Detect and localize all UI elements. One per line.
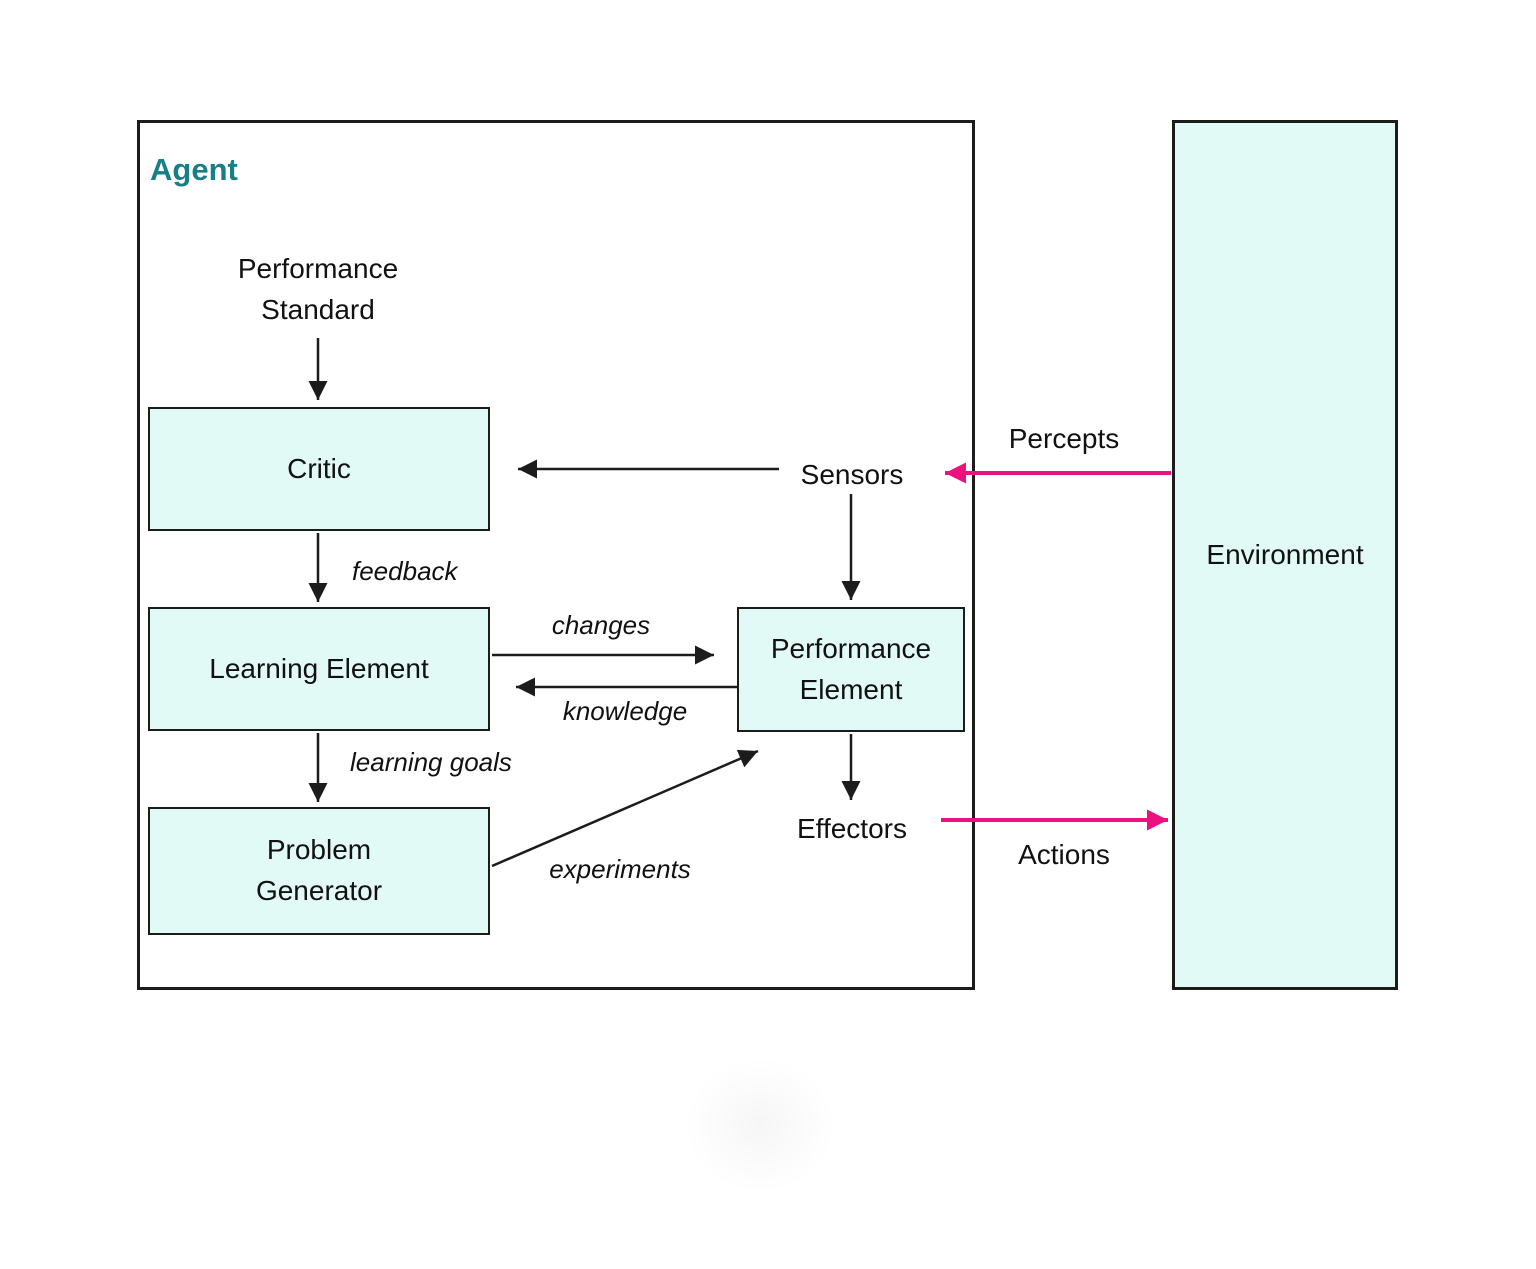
critic-label: Critic bbox=[287, 452, 351, 484]
critic-box: Critic bbox=[148, 407, 490, 531]
performance-standard-label: Performance Standard bbox=[237, 253, 399, 325]
learning-element-box: Learning Element bbox=[148, 607, 490, 731]
changes-edge-label: changes bbox=[551, 610, 651, 640]
percepts-label: Percepts bbox=[1008, 423, 1120, 454]
problem-generator-label: Problem Generator bbox=[255, 834, 383, 906]
agent-title: Agent bbox=[150, 152, 238, 187]
effectors-label: Effectors bbox=[797, 813, 907, 844]
faint-watermark-smudge bbox=[655, 1030, 865, 1220]
performance-element-label: Performance Element bbox=[770, 632, 932, 705]
performance-element-box: Performance Element bbox=[737, 607, 965, 732]
actions-label: Actions bbox=[1018, 839, 1110, 870]
agent-frame bbox=[137, 120, 975, 990]
learning-element-label: Learning Element bbox=[209, 652, 429, 684]
environment-label: Environment bbox=[1206, 539, 1364, 570]
sensors-label: Sensors bbox=[800, 459, 904, 490]
feedback-edge-label: feedback bbox=[352, 556, 458, 586]
environment-box: Environment bbox=[1172, 120, 1398, 990]
experiments-edge-label: experiments bbox=[549, 854, 691, 884]
learning-goals-edge-label: learning goals bbox=[350, 747, 512, 777]
problem-generator-box: Problem Generator bbox=[148, 807, 490, 935]
knowledge-edge-label: knowledge bbox=[562, 696, 688, 726]
